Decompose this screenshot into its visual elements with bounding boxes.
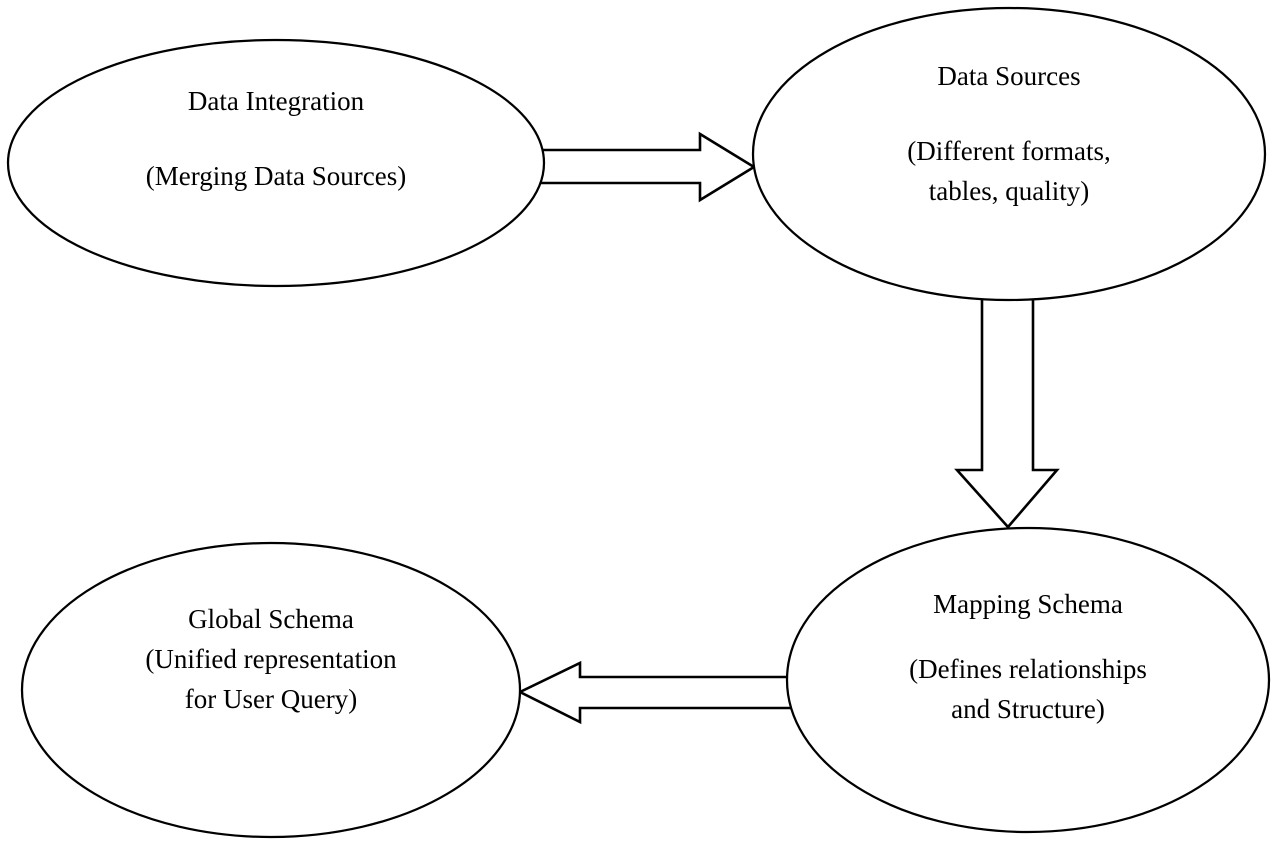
node-subtitle-line: (Merging Data Sources) — [145, 161, 407, 191]
node-data-sources: Data Sources (Different formats, tables,… — [907, 56, 1110, 211]
node-subtitle-line: tables, quality) — [928, 176, 1090, 206]
node-subtitle: (Merging Data Sources) — [146, 156, 406, 196]
node-subtitle-line: (Defines relationships — [909, 654, 1147, 684]
arrow-right-icon — [541, 131, 757, 203]
node-data-integration: Data Integration (Merging Data Sources) — [146, 81, 406, 196]
node-subtitle-line: for User Query) — [184, 684, 358, 714]
node-title: Data Sources — [937, 61, 1081, 91]
node-subtitle-line: (Different formats, — [907, 136, 1111, 166]
node-subtitle: (Different formats, tables, quality) — [907, 131, 1110, 211]
node-title: Global Schema — [188, 604, 354, 634]
node-subtitle-line: (Unified representation — [145, 644, 397, 674]
node-subtitle: (Defines relationships and Structure) — [909, 649, 1147, 729]
ellipse-mapping-schema — [785, 526, 1271, 834]
ellipse-global-schema — [20, 541, 522, 839]
node-subtitle-line: and Structure) — [951, 694, 1105, 724]
ellipse-data-sources — [751, 6, 1267, 302]
arrow-down-icon — [954, 293, 1060, 529]
node-title: Data Integration — [187, 86, 365, 116]
node-title: Mapping Schema — [933, 589, 1123, 619]
node-subtitle: (Unified representation for User Query) — [145, 639, 396, 719]
arrow-left-icon — [517, 660, 792, 725]
node-global-schema: Global Schema (Unified representation fo… — [145, 599, 396, 719]
node-mapping-schema: Mapping Schema (Defines relationships an… — [909, 584, 1147, 729]
ellipse-data-integration — [6, 38, 546, 288]
